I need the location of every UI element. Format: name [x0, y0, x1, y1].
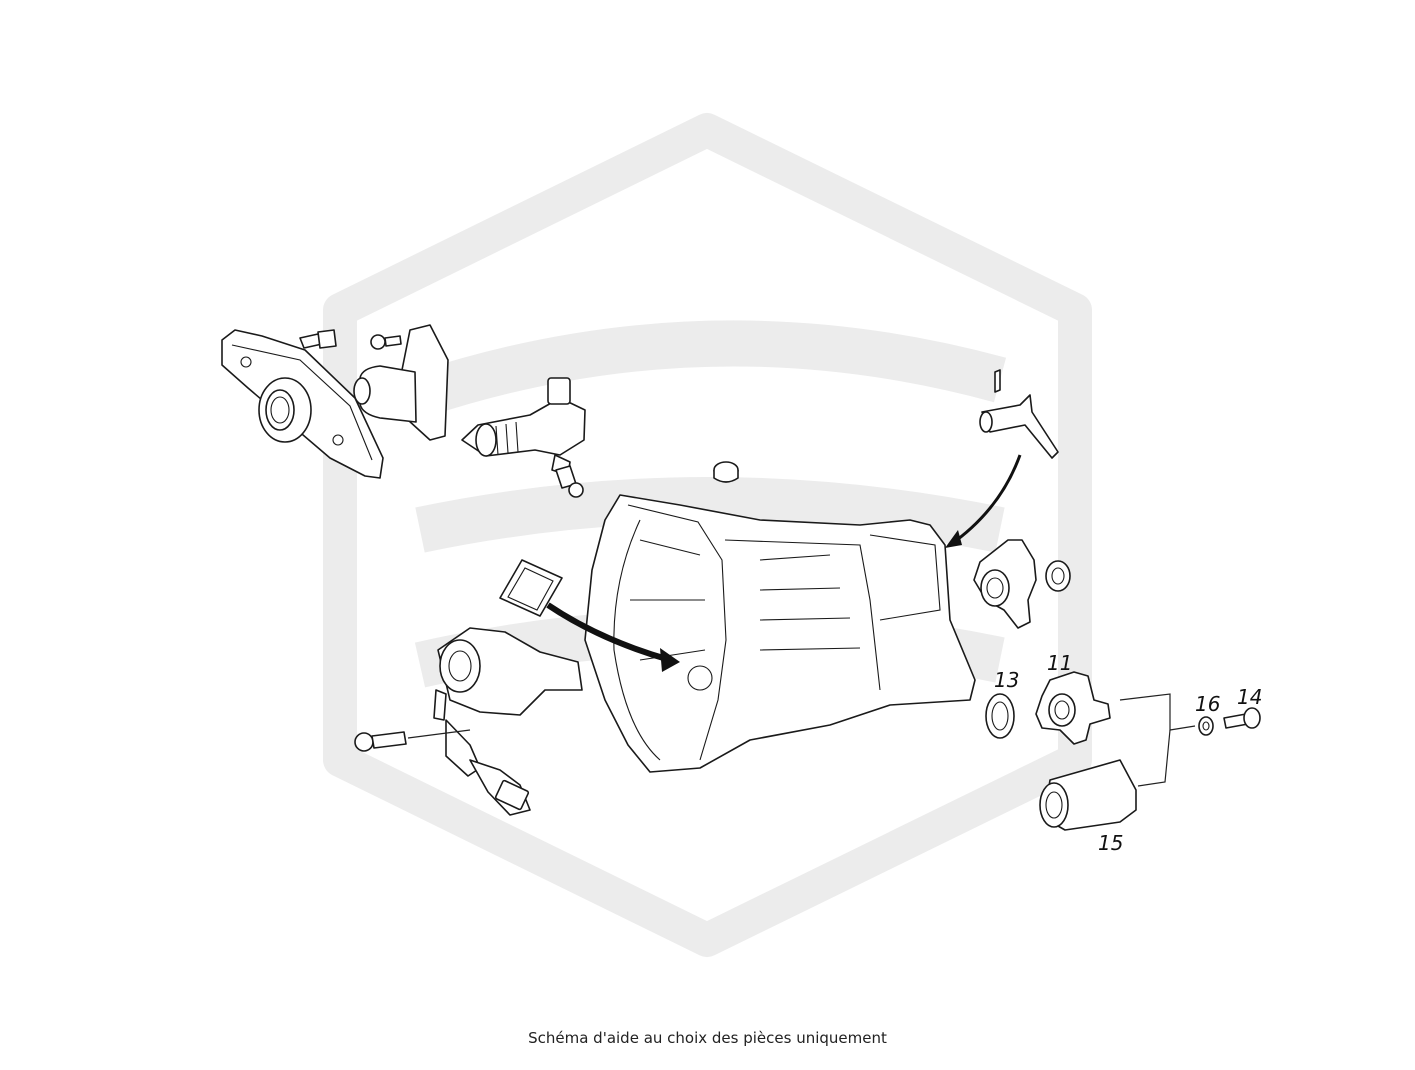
diagram-caption: Schéma d'aide au choix des pièces unique… — [528, 1029, 887, 1047]
seal-ring[interactable] — [1045, 560, 1071, 592]
slave-cylinder[interactable] — [461, 377, 586, 476]
shift-selector[interactable] — [979, 369, 1059, 459]
callout-15[interactable]: 15 — [1098, 831, 1123, 855]
callout-13[interactable]: 13 — [994, 668, 1019, 692]
gasket-cover[interactable] — [499, 559, 563, 617]
part-11-flange[interactable] — [1035, 671, 1111, 745]
gearbox-housing[interactable] — [584, 494, 976, 773]
concentric-slave-cylinder[interactable] — [433, 627, 583, 816]
bolt-small-1[interactable] — [370, 334, 402, 350]
release-fork-plate[interactable] — [221, 329, 384, 479]
bolt-long[interactable] — [354, 729, 471, 752]
part-15-sleeve[interactable] — [1039, 759, 1137, 831]
guide-stud[interactable] — [299, 329, 337, 349]
output-flange[interactable] — [973, 539, 1037, 629]
bolt-small-2[interactable] — [555, 465, 584, 498]
assembly-arrow-left — [546, 602, 680, 672]
assembly-arrow-right — [945, 454, 1022, 548]
part-16-washer[interactable] — [1198, 716, 1214, 736]
callout-leaders — [1119, 693, 1196, 787]
callout-14[interactable]: 14 — [1237, 685, 1262, 709]
part-14-bolt[interactable] — [1223, 707, 1261, 729]
plug[interactable] — [713, 461, 739, 483]
callout-11[interactable]: 11 — [1047, 651, 1072, 675]
callout-16[interactable]: 16 — [1195, 692, 1220, 716]
part-13-ring[interactable] — [985, 693, 1015, 739]
guide-sleeve[interactable] — [353, 324, 449, 441]
